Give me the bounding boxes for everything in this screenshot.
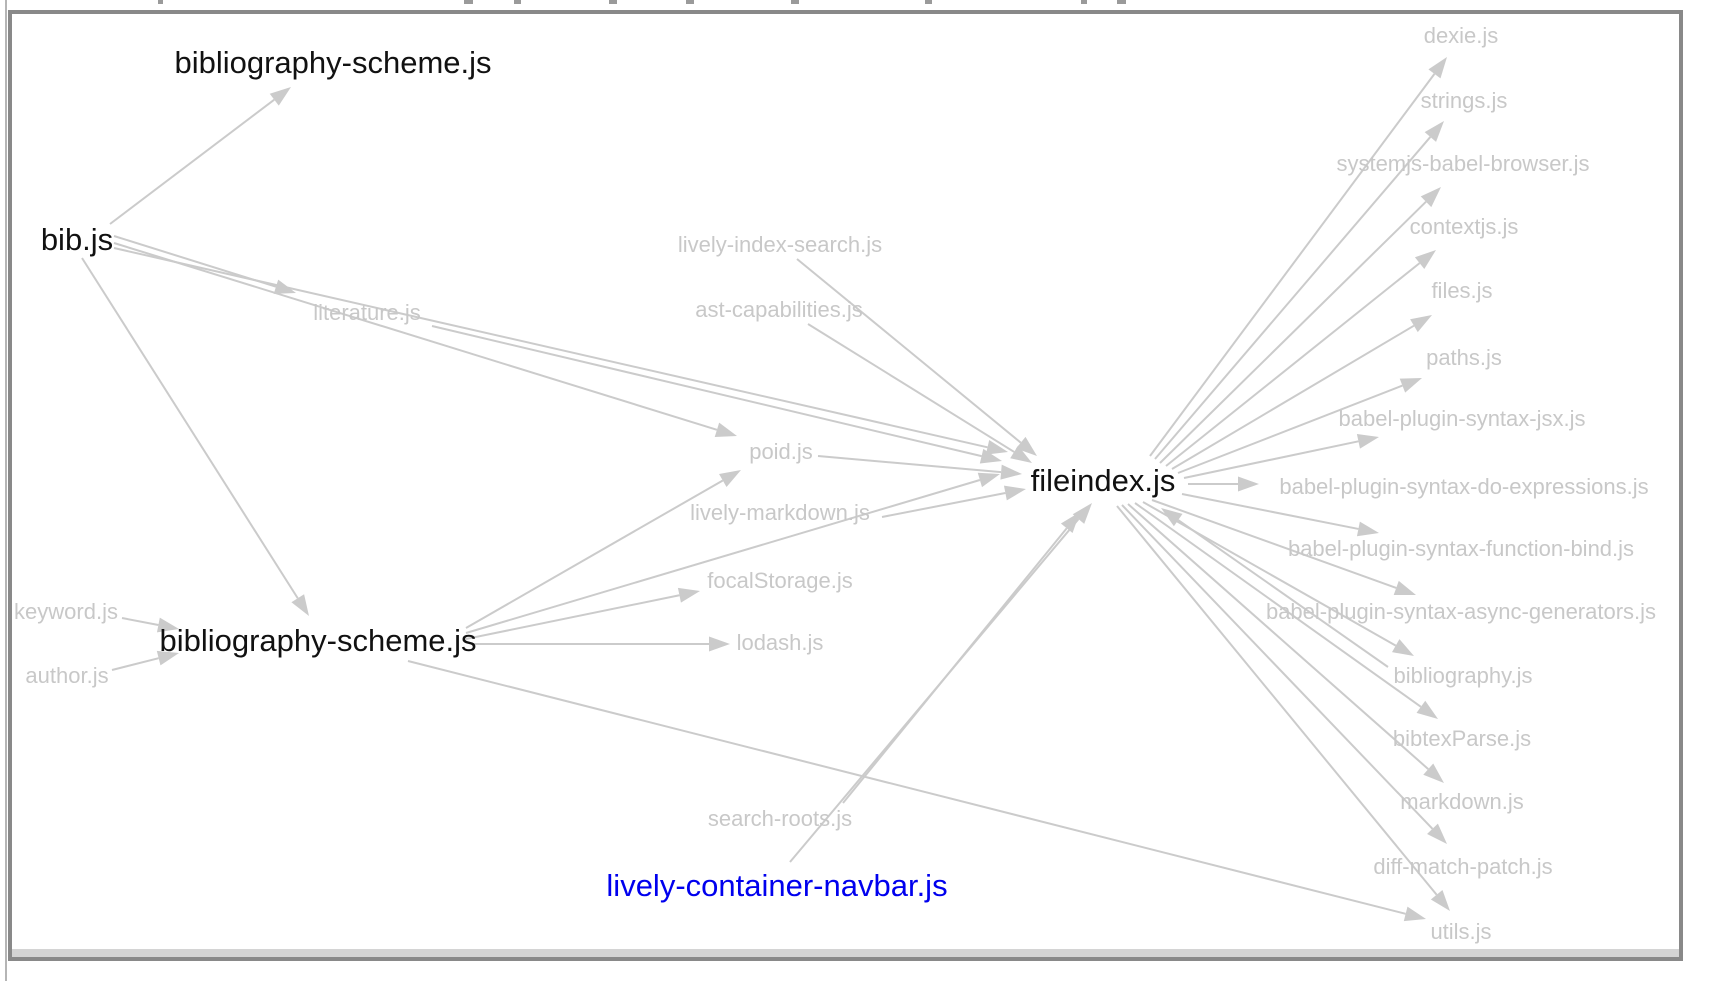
module-node-dexie[interactable]: dexie.js: [1423, 22, 1499, 48]
module-node-fileindex[interactable]: fileindex.js: [1030, 462, 1176, 498]
module-node-paths[interactable]: paths.js: [1426, 344, 1502, 370]
clipped-text-fragment: [464, 0, 473, 4]
horizontal-scrollbar[interactable]: [12, 949, 1679, 957]
module-node-bibliography-scheme-top[interactable]: bibliography-scheme.js: [174, 44, 492, 80]
module-node-lively-container-navbar[interactable]: lively-container-navbar.js: [606, 867, 948, 903]
clipped-text-fragment: [1117, 0, 1126, 4]
module-node-ast-capabilities[interactable]: ast-capabilities.js: [695, 296, 863, 322]
clipped-text-fragment: [1081, 0, 1087, 4]
module-node-lively-index-search[interactable]: lively-index-search.js: [677, 231, 883, 257]
module-node-strings[interactable]: strings.js: [1420, 87, 1508, 113]
module-node-babel-plugin-syntax-do-expressions[interactable]: babel-plugin-syntax-do-expressions.js: [1279, 473, 1649, 499]
module-node-markdown[interactable]: markdown.js: [1400, 788, 1524, 814]
module-node-lodash[interactable]: lodash.js: [736, 629, 824, 655]
module-node-focalStorage[interactable]: focalStorage.js: [707, 567, 853, 593]
module-node-contextjs[interactable]: contextjs.js: [1409, 213, 1519, 239]
module-node-files[interactable]: files.js: [1431, 277, 1493, 303]
window-left-edge: [5, 0, 7, 981]
module-node-utils[interactable]: utils.js: [1430, 918, 1492, 944]
module-node-bibliography-scheme-bottom[interactable]: bibliography-scheme.js: [159, 622, 477, 658]
clipped-text-fragment: [925, 0, 932, 4]
module-node-diff-match-patch[interactable]: diff-match-patch.js: [1373, 853, 1553, 879]
module-node-babel-plugin-syntax-function-bind[interactable]: babel-plugin-syntax-function-bind.js: [1287, 535, 1635, 561]
module-node-author[interactable]: author.js: [25, 662, 109, 688]
module-node-systemjs-babel-browser[interactable]: systemjs-babel-browser.js: [1336, 150, 1590, 176]
module-node-literature[interactable]: literature.js: [313, 299, 421, 325]
module-node-bib[interactable]: bib.js: [40, 221, 114, 257]
module-node-lively-markdown[interactable]: lively-markdown.js: [690, 499, 870, 525]
clipped-text-fragment: [686, 0, 694, 4]
clipped-text-fragment: [514, 0, 521, 4]
module-node-search-roots[interactable]: search-roots.js: [707, 805, 853, 831]
module-node-poid[interactable]: poid.js: [749, 438, 813, 464]
clipped-text-fragment: [609, 0, 617, 4]
clipped-text-fragment: [158, 0, 163, 4]
module-node-bibtexParse[interactable]: bibtexParse.js: [1392, 725, 1532, 751]
module-node-bibliography[interactable]: bibliography.js: [1393, 662, 1533, 688]
clipped-text-fragment: [791, 0, 799, 4]
module-node-babel-plugin-syntax-async-generators[interactable]: babel-plugin-syntax-async-generators.js: [1265, 598, 1657, 624]
module-node-keyword[interactable]: keyword.js: [14, 598, 118, 624]
module-node-babel-plugin-syntax-jsx[interactable]: babel-plugin-syntax-jsx.js: [1338, 405, 1586, 431]
